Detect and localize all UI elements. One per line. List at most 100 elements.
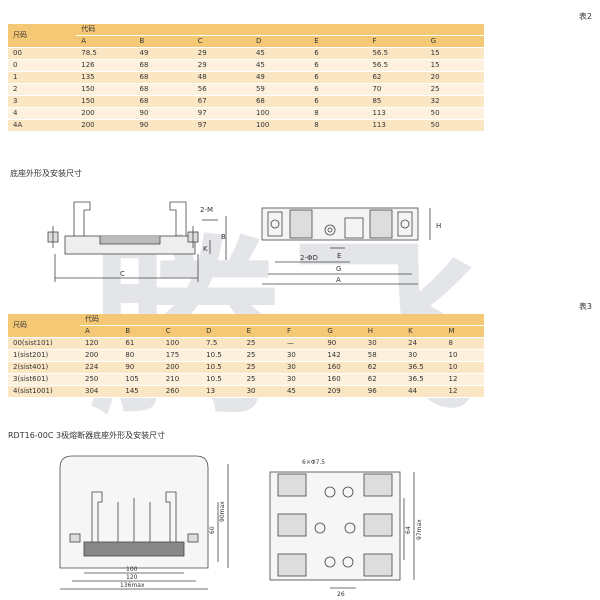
table-cell: 29 bbox=[192, 59, 251, 72]
table-cell: 100 bbox=[250, 107, 310, 120]
table-cell: 78.5 bbox=[76, 47, 135, 60]
table2-caption: 表2 bbox=[578, 12, 592, 21]
section2-title: RDT16-00C 3极熔断器底座外形及安装尺寸 bbox=[8, 431, 166, 440]
table-cell: — bbox=[281, 337, 323, 350]
table-cell: 97 bbox=[192, 119, 251, 132]
table-cell: 7.5 bbox=[201, 337, 242, 350]
table-cell: 175 bbox=[160, 349, 202, 362]
table-cell: 67 bbox=[192, 95, 251, 108]
table-cell: 68 bbox=[134, 59, 193, 72]
table-cell: 1(sist201) bbox=[8, 349, 80, 362]
table-cell: 6 bbox=[309, 59, 368, 72]
dim-60: 60 bbox=[209, 526, 216, 534]
table-cell: 10 bbox=[443, 361, 484, 374]
table-cell: 10.5 bbox=[201, 349, 242, 362]
table-cell: 36.5 bbox=[403, 361, 444, 374]
table-cell: 10.5 bbox=[201, 373, 242, 386]
dim-97max: 97max bbox=[416, 519, 423, 540]
table-cell: 1 bbox=[8, 71, 77, 84]
table-cell: 0 bbox=[8, 59, 77, 72]
table-cell: 45 bbox=[250, 59, 310, 72]
table3-column-header: C bbox=[160, 325, 202, 338]
table-cell: 105 bbox=[120, 373, 161, 386]
table-cell: 160 bbox=[322, 373, 363, 386]
table-cell: 12 bbox=[443, 373, 484, 386]
table-cell: 2 bbox=[8, 83, 77, 96]
rdt16-top-view bbox=[269, 471, 415, 589]
table-cell: 200 bbox=[160, 361, 202, 374]
table3-column-header: H bbox=[362, 325, 404, 338]
table-cell: 30 bbox=[403, 349, 444, 362]
table-cell: 00 bbox=[8, 47, 77, 60]
table-cell: 36.5 bbox=[403, 373, 444, 386]
table3-column-header: D bbox=[201, 325, 242, 338]
table-cell: 68 bbox=[134, 71, 193, 84]
table2-size-header: 尺码 bbox=[8, 24, 77, 48]
table3-column-header: M bbox=[443, 325, 484, 338]
table-cell: 85 bbox=[367, 95, 426, 108]
table-cell: 90 bbox=[134, 107, 193, 120]
table2-column-header: B bbox=[134, 35, 193, 48]
table2-column-header: G bbox=[425, 35, 484, 48]
table2-header-row: 尺码代码 bbox=[8, 24, 484, 48]
table-cell: 90 bbox=[134, 119, 193, 132]
table3-code-header: 代码 bbox=[80, 314, 484, 326]
table-cell: 30 bbox=[281, 349, 323, 362]
table3-header-row: 尺码代码 bbox=[8, 314, 484, 338]
table-cell: 45 bbox=[250, 47, 310, 60]
table-cell: 8 bbox=[309, 107, 368, 120]
table-cell: 4(sist1001) bbox=[8, 385, 80, 398]
dim-b: B bbox=[221, 233, 226, 241]
table-cell: 4A bbox=[8, 119, 77, 132]
base-drawing: 2-M B K C H 2-ΦD E G A bbox=[47, 201, 441, 285]
table-cell: 58 bbox=[362, 349, 404, 362]
table-cell: 3 bbox=[8, 95, 77, 108]
table-cell: 97 bbox=[192, 107, 251, 120]
table-cell: 30 bbox=[281, 373, 323, 386]
table2-column-header: A bbox=[76, 35, 135, 48]
table3-column-header: F bbox=[281, 325, 323, 338]
dim-e: E bbox=[337, 252, 341, 260]
dim-120: 120 bbox=[126, 574, 138, 581]
table3-column-header: E bbox=[241, 325, 282, 338]
table-cell: 20 bbox=[425, 71, 484, 84]
table-cell: 200 bbox=[80, 349, 121, 362]
table-cell: 56.5 bbox=[367, 59, 426, 72]
table-cell: 32 bbox=[425, 95, 484, 108]
table-cell: 70 bbox=[367, 83, 426, 96]
table-cell: 68 bbox=[250, 95, 310, 108]
table-cell: 160 bbox=[322, 361, 363, 374]
table-cell: 56.5 bbox=[367, 47, 426, 60]
dim-6x-phi: 6×Φ7.5 bbox=[302, 459, 325, 466]
table2-column-header: D bbox=[250, 35, 310, 48]
table-cell: 250 bbox=[80, 373, 121, 386]
table3-caption: 表3 bbox=[578, 302, 592, 311]
table-cell: 210 bbox=[160, 373, 202, 386]
table-cell: 260 bbox=[160, 385, 202, 398]
dim-2m: 2-M bbox=[200, 206, 213, 214]
table-cell: 49 bbox=[134, 47, 193, 60]
table-cell: 150 bbox=[76, 95, 135, 108]
table-cell: 44 bbox=[403, 385, 444, 398]
table-cell: 2(sist401) bbox=[8, 361, 80, 374]
table-cell: 30 bbox=[241, 385, 282, 398]
table-cell: 3(sist601) bbox=[8, 373, 80, 386]
table-cell: 10.5 bbox=[201, 361, 242, 374]
dim-26: 26 bbox=[337, 591, 345, 598]
table-cell: 8 bbox=[309, 119, 368, 132]
table-cell: 25 bbox=[241, 373, 282, 386]
table-cell: 62 bbox=[362, 373, 404, 386]
dim-90max: 90max bbox=[219, 501, 226, 522]
dim-g: G bbox=[336, 265, 341, 273]
table-cell: 90 bbox=[322, 337, 363, 350]
